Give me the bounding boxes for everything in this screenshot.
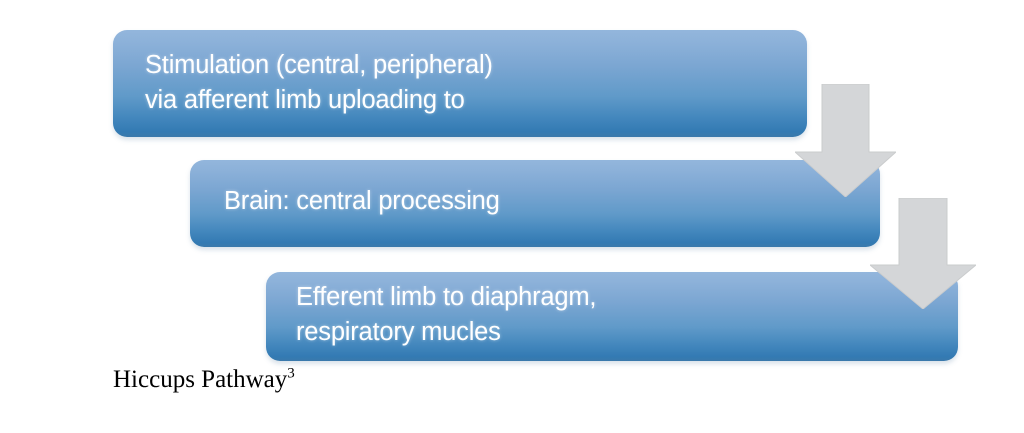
arrow-down-icon xyxy=(795,84,896,197)
diagram-caption: Hiccups Pathway3 xyxy=(113,366,295,394)
diagram-caption-superscript: 3 xyxy=(287,365,295,382)
brain-box-label: Brain: central processing xyxy=(224,187,500,215)
arrow-down-icon xyxy=(870,198,976,309)
efferent-box-label: Efferent limb to diaphragm, respiratory … xyxy=(296,283,597,346)
efferent-box: Efferent limb to diaphragm, respiratory … xyxy=(266,272,958,361)
diagram-caption-text: Hiccups Pathway xyxy=(113,366,288,393)
stimulation-box: Stimulation (central, peripheral) via af… xyxy=(113,30,807,137)
brain-box: Brain: central processing xyxy=(190,160,880,247)
stimulation-box-label: Stimulation (central, peripheral) via af… xyxy=(145,51,493,114)
